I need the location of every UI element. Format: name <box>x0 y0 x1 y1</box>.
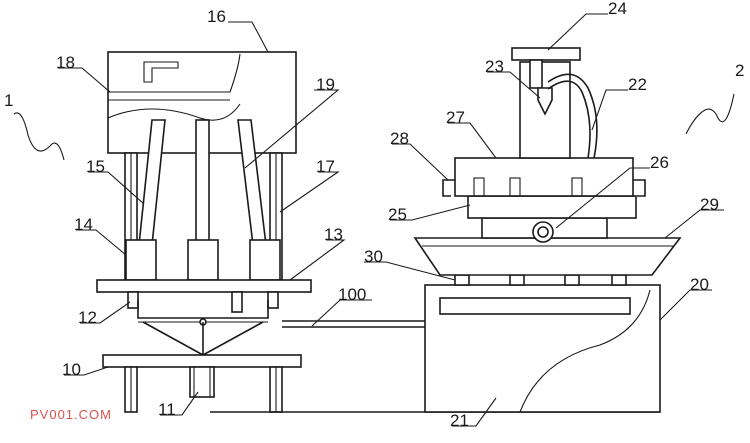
label-1: 1 <box>4 91 13 110</box>
upper-plate <box>96 279 312 293</box>
right-bracket <box>267 291 279 309</box>
support-block-4 <box>611 274 627 286</box>
support-block-2 <box>509 274 525 286</box>
right-handle <box>633 179 646 197</box>
box-inner-rail <box>439 297 631 315</box>
top-cap <box>511 47 581 61</box>
support-block-3 <box>564 274 580 286</box>
label-13: 13 <box>324 225 343 244</box>
watermark: PV001.COM <box>30 407 112 422</box>
housing-break-line <box>108 53 241 93</box>
label-26: 26 <box>650 153 669 172</box>
connecting-rod <box>282 320 425 328</box>
lower-frame <box>137 300 269 319</box>
label-23: 23 <box>485 57 504 76</box>
label-14: 14 <box>74 215 93 234</box>
leader-lines <box>58 13 724 427</box>
center-rod <box>195 119 210 246</box>
label-21: 21 <box>450 411 469 430</box>
label-16: 16 <box>207 7 226 26</box>
label-24: 24 <box>608 0 627 18</box>
base-plate <box>102 354 302 368</box>
label-19: 19 <box>316 75 335 94</box>
label-27: 27 <box>446 108 465 127</box>
assembly-1-squiggle <box>13 112 65 161</box>
center-bracket <box>231 291 243 313</box>
label-10: 10 <box>62 360 81 379</box>
upper-housing <box>454 157 634 197</box>
housing-base <box>467 195 637 219</box>
label-28: 28 <box>390 129 409 148</box>
left-assembly <box>96 51 312 413</box>
label-17: 17 <box>316 157 335 176</box>
label-22: 22 <box>628 75 647 94</box>
label-15: 15 <box>86 157 105 176</box>
label-25: 25 <box>388 205 407 224</box>
label-20: 20 <box>690 275 709 294</box>
housing-cutaway-curve <box>107 103 241 121</box>
center-cylinder <box>187 239 219 281</box>
label-18: 18 <box>56 53 75 72</box>
right-cylinder <box>249 239 281 281</box>
box-cutaway-curve <box>519 289 651 413</box>
left-cylinder <box>125 239 157 281</box>
supply-hose <box>547 73 598 159</box>
label-29: 29 <box>700 195 719 214</box>
housing-slot <box>143 61 179 83</box>
left-bracket <box>127 291 139 309</box>
assembly-2-squiggle <box>685 93 735 135</box>
lower-box <box>424 284 661 413</box>
label-11: 11 <box>158 400 176 419</box>
left-handle <box>442 179 455 197</box>
label-100: 100 <box>338 285 366 304</box>
callout-labels: 1 2 16 18 19 15 17 14 13 12 10 11 100 24… <box>4 0 744 430</box>
label-12: 12 <box>78 308 97 327</box>
label-30: 30 <box>364 247 383 266</box>
right-assembly <box>413 47 682 413</box>
label-2: 2 <box>735 61 744 80</box>
collecting-tray <box>413 237 682 276</box>
support-block-1 <box>454 274 470 286</box>
